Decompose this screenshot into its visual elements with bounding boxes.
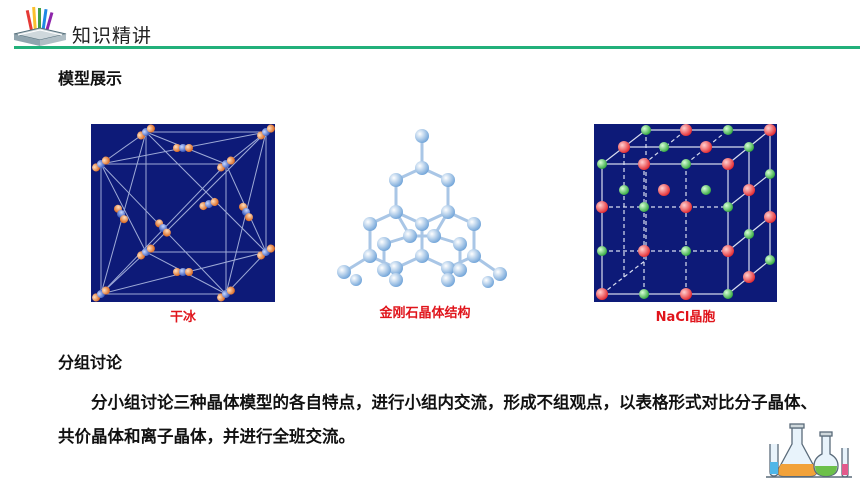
discussion-paragraph: 分小组讨论三种晶体模型的各自特点，进行小组内交流，形成不组观点，以表格形式对比分… — [58, 393, 817, 446]
caption-nacl: NaCl晶胞 — [655, 310, 716, 325]
section-title-discussion: 分组讨论 — [58, 353, 123, 372]
books-pencils-icon — [13, 6, 67, 46]
header: 知识精讲 — [0, 0, 860, 60]
diamond-crystal-model — [337, 129, 507, 288]
section-title-models: 模型展示 — [58, 69, 123, 88]
caption-diamond: 金刚石晶体结构 — [379, 306, 471, 321]
header-divider — [14, 46, 860, 49]
nacl-unit-cell-model — [594, 124, 777, 302]
lab-flasks-icon — [766, 423, 852, 478]
caption-dry-ice: 干冰 — [169, 310, 196, 325]
dry-ice-crystal-model — [91, 124, 275, 302]
page-title: 知识精讲 — [72, 25, 153, 47]
